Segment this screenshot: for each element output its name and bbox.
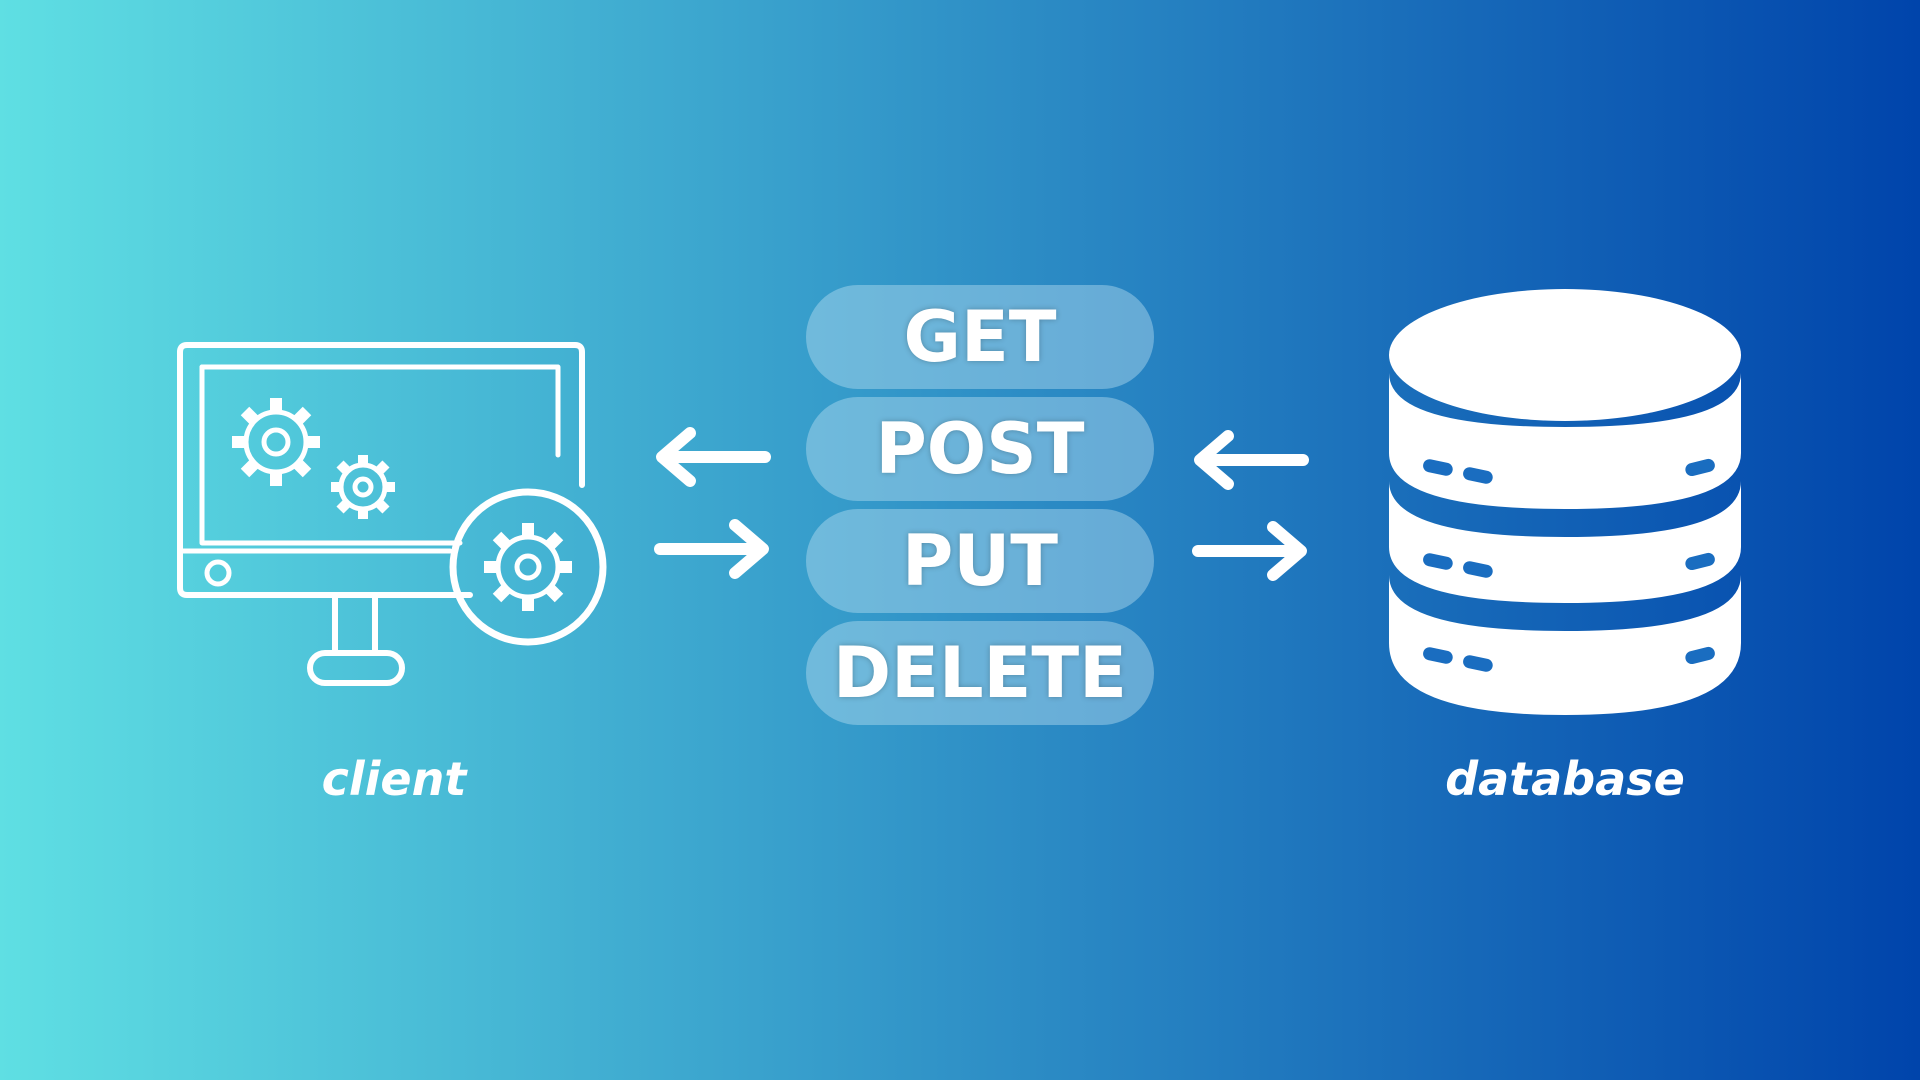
monitor-gears-icon bbox=[177, 342, 607, 686]
database-label: database bbox=[1445, 752, 1685, 806]
method-post: POST bbox=[806, 397, 1154, 501]
client-to-api-arrow bbox=[654, 519, 769, 579]
client-label: client bbox=[321, 752, 467, 806]
method-put: PUT bbox=[806, 509, 1154, 613]
api-to-database-arrow bbox=[1192, 521, 1307, 581]
client-from-api-arrow bbox=[656, 427, 771, 487]
method-delete: DELETE bbox=[806, 621, 1154, 725]
api-from-database-arrow bbox=[1194, 430, 1309, 490]
database-stack-icon bbox=[1389, 289, 1741, 715]
method-get: GET bbox=[806, 285, 1154, 389]
